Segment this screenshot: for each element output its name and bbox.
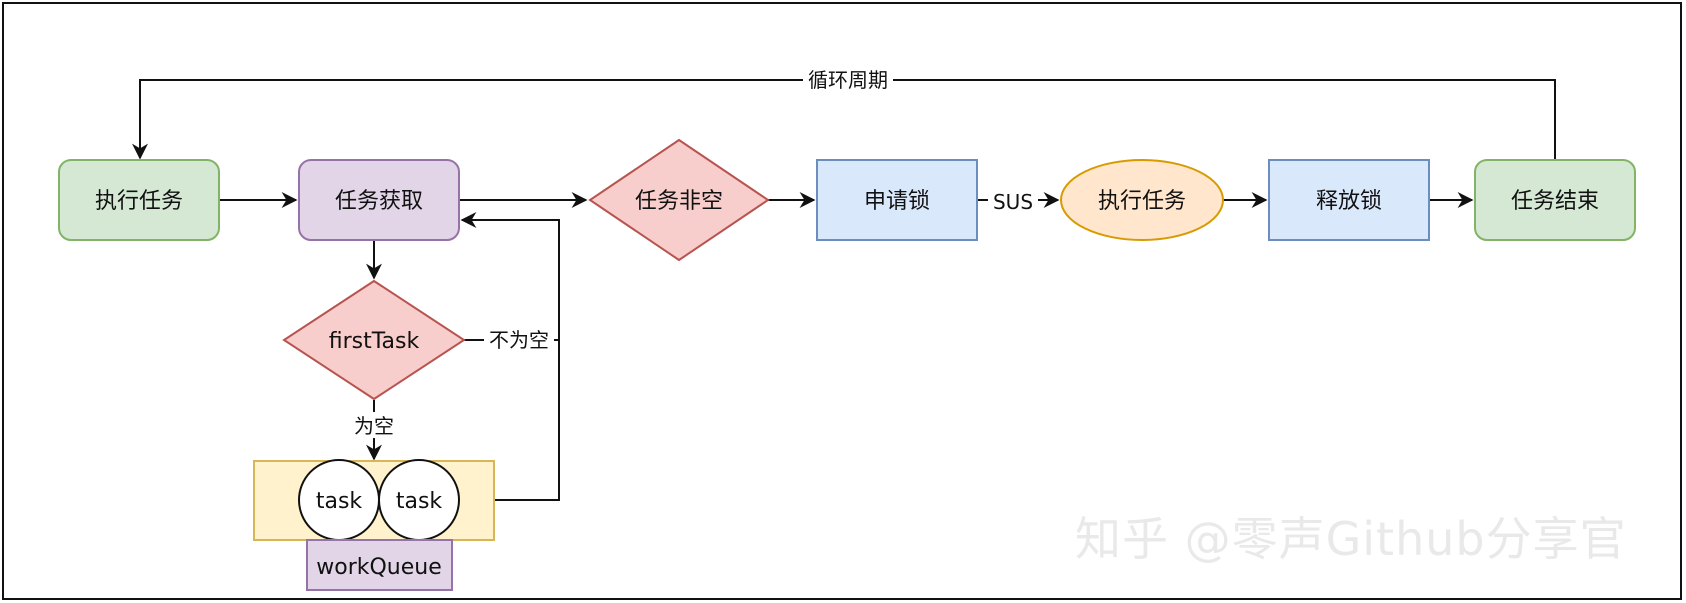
edge-queue-to-fetch [494,340,560,501]
node-task-end: 任务结束 [1474,159,1636,241]
node-exec-task: 执行任务 [1060,159,1224,241]
edge-labels: 循环周期 SUS 不为空 为空 [348,66,1038,438]
task-2-label: task [396,489,443,514]
node-task-queue: task task [253,459,495,541]
release-lock-label: 释放锁 [1316,189,1382,214]
node-work-queue: workQueue [306,539,453,591]
node-task-fetch: 任务获取 [298,159,460,241]
node-apply-lock: 申请锁 [816,159,978,241]
sus-label: SUS [993,190,1033,214]
empty-label: 为空 [354,414,394,438]
edge-firsttask-not-empty [460,212,560,341]
node-task-not-empty: 任务非空 [588,138,770,262]
watermark: 知乎 @零声Github分享官 [1075,512,1627,566]
exec-task-label: 执行任务 [1098,189,1186,214]
work-queue-label: workQueue [316,555,442,580]
node-first-task: firstTask [282,279,466,401]
node-release-lock: 释放锁 [1268,159,1430,241]
task-fetch-label: 任务获取 [335,189,423,214]
task-1-label: task [316,489,363,514]
loop-label: 循环周期 [808,68,888,92]
apply-lock-label: 申请锁 [864,189,930,214]
node-exec-task-start: 执行任务 [58,159,220,241]
task-end-label: 任务结束 [1511,189,1599,214]
exec-task-start-label: 执行任务 [95,189,183,214]
task-not-empty-label: 任务非空 [635,189,723,214]
not-empty-label: 不为空 [489,328,549,352]
first-task-label: firstTask [329,329,420,354]
